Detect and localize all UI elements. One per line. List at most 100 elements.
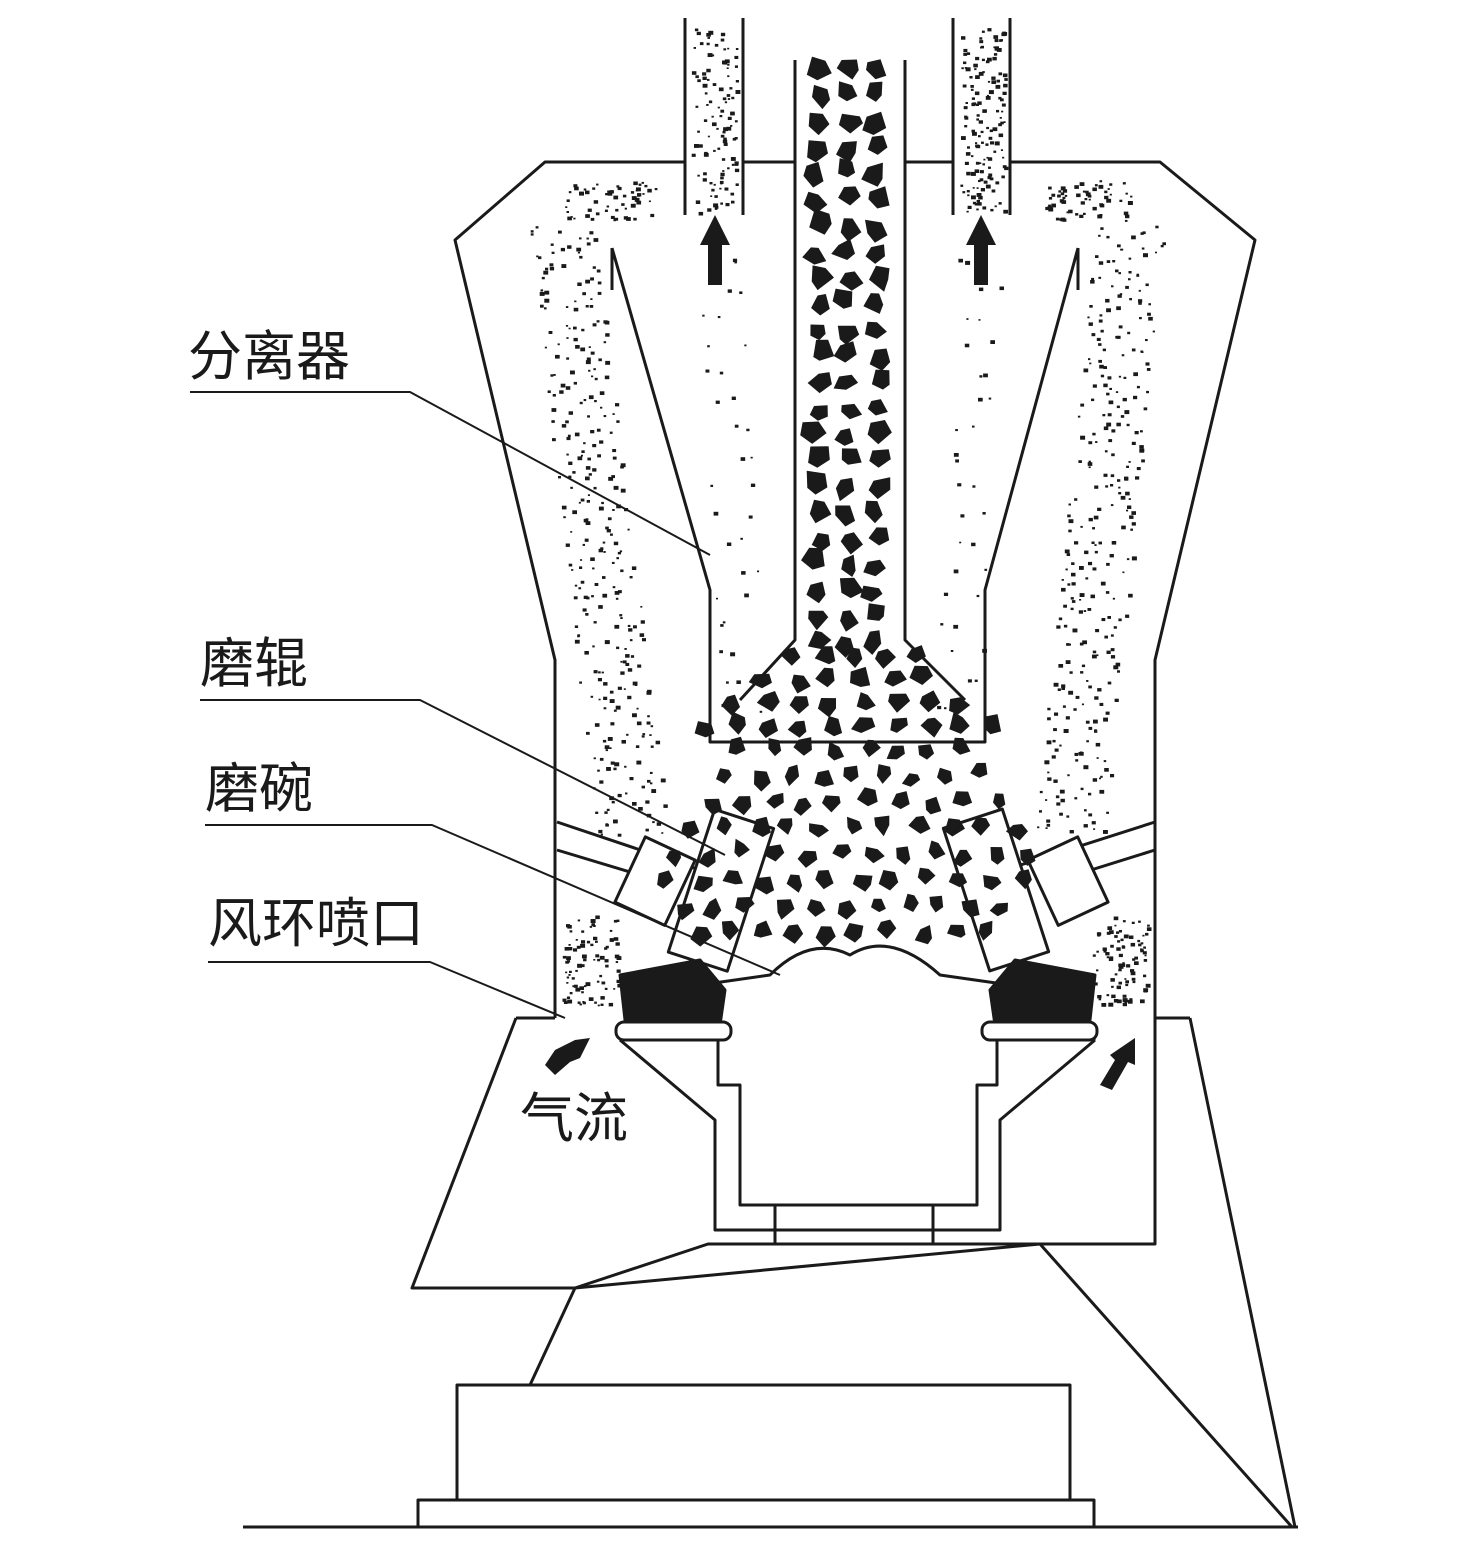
powder-dot (564, 947, 570, 951)
powder-dot (974, 169, 980, 173)
powder-dot (988, 173, 993, 177)
powder-dot (1116, 422, 1121, 427)
powder-dot (599, 780, 604, 784)
powder-dot (1132, 980, 1136, 984)
powder-dot (572, 985, 575, 988)
coal-chunk (843, 765, 859, 783)
powder-dot (592, 444, 597, 448)
powder-dot (982, 71, 985, 74)
powder-dot (970, 85, 974, 88)
powder-dot (971, 195, 976, 200)
powder-dot (601, 671, 604, 674)
coal-chunk (807, 899, 826, 917)
powder-dot (1138, 299, 1143, 303)
powder-dot (1056, 802, 1061, 806)
powder-dot (1075, 695, 1080, 699)
powder-dot (1068, 209, 1073, 214)
powder-dot (567, 216, 572, 221)
powder-dot (604, 987, 608, 990)
powder-dot (1004, 78, 1008, 81)
powder-dot (735, 183, 739, 186)
powder-dot (622, 194, 627, 198)
coal-chunk (735, 897, 755, 913)
powder-dot (1111, 285, 1114, 288)
coal-chunk (841, 554, 856, 577)
grinding-roller-label: 磨辊 (200, 632, 308, 695)
powder-dot (714, 207, 718, 210)
powder-dot (649, 771, 653, 774)
powder-dot (573, 307, 579, 312)
powder-dot (1066, 211, 1069, 214)
powder-dot (1056, 625, 1061, 629)
powder-dot (581, 940, 586, 944)
powder-dot (998, 133, 1004, 138)
powder-dot (1128, 1000, 1133, 1004)
pedestal-shaft (773, 1203, 935, 1246)
powder-dot (976, 208, 979, 211)
coal-chunk (961, 899, 980, 918)
powder-dot (1062, 196, 1066, 200)
powder-dot (624, 648, 627, 650)
powder-dot (553, 374, 556, 376)
powder-dot (603, 696, 608, 700)
powder-dot (1068, 503, 1071, 506)
powder-dot (566, 337, 569, 339)
powder-dot (620, 465, 624, 469)
powder-dot (597, 769, 600, 772)
coal-chunk (666, 850, 682, 868)
powder-dot (1111, 541, 1117, 545)
powder-dot (605, 526, 609, 530)
powder-dot (581, 328, 585, 332)
powder-dot (1098, 261, 1104, 265)
powder-dot (616, 646, 620, 650)
powder-dot (1093, 828, 1096, 830)
powder-dot (585, 279, 590, 284)
arrow-airflow-left-icon (545, 1038, 590, 1075)
powder-dot (970, 88, 974, 91)
coal-chunk (808, 112, 830, 136)
powder-dot (966, 318, 969, 320)
powder-dot (1000, 149, 1003, 151)
powder-dot (626, 733, 629, 736)
powder-dot (582, 543, 585, 546)
powder-dot (1066, 815, 1070, 818)
powder-dot (655, 740, 661, 745)
powder-dot (720, 32, 726, 37)
powder-dot (1059, 789, 1065, 794)
powder-dot (599, 391, 605, 395)
coal-chunk (803, 161, 824, 188)
powder-dot (721, 704, 726, 708)
powder-dot (568, 563, 573, 567)
powder-dot (1070, 607, 1074, 611)
powder-dot (734, 261, 737, 264)
powder-dot (593, 936, 598, 941)
powder-dot (971, 542, 976, 547)
powder-dot (1001, 103, 1006, 107)
powder-dot (1129, 298, 1132, 301)
powder-dot (1105, 591, 1110, 594)
powder-dot (1099, 203, 1104, 207)
powder-dot (627, 624, 631, 627)
coal-chunk (704, 798, 722, 816)
powder-dot (727, 116, 732, 120)
powder-dot (943, 592, 949, 596)
powder-dot (1111, 985, 1114, 988)
powder-dot (641, 735, 645, 738)
powder-dot (986, 156, 989, 159)
powder-dot (650, 782, 653, 785)
roller-arm-left-2 (556, 848, 641, 877)
powder-dot (974, 91, 980, 96)
powder-dot (1125, 980, 1129, 984)
powder-dot (616, 557, 619, 560)
powder-dot (568, 974, 571, 976)
powder-dot (541, 276, 545, 280)
powder-dot (1130, 969, 1135, 973)
coal-chunk (787, 720, 807, 738)
powder-dot (976, 114, 980, 117)
powder-dot (617, 186, 622, 191)
powder-dot (1002, 156, 1005, 159)
powder-dot (598, 671, 601, 674)
powder-dot (557, 343, 560, 346)
coal-chunk (952, 737, 971, 755)
powder-dot (1118, 963, 1123, 968)
